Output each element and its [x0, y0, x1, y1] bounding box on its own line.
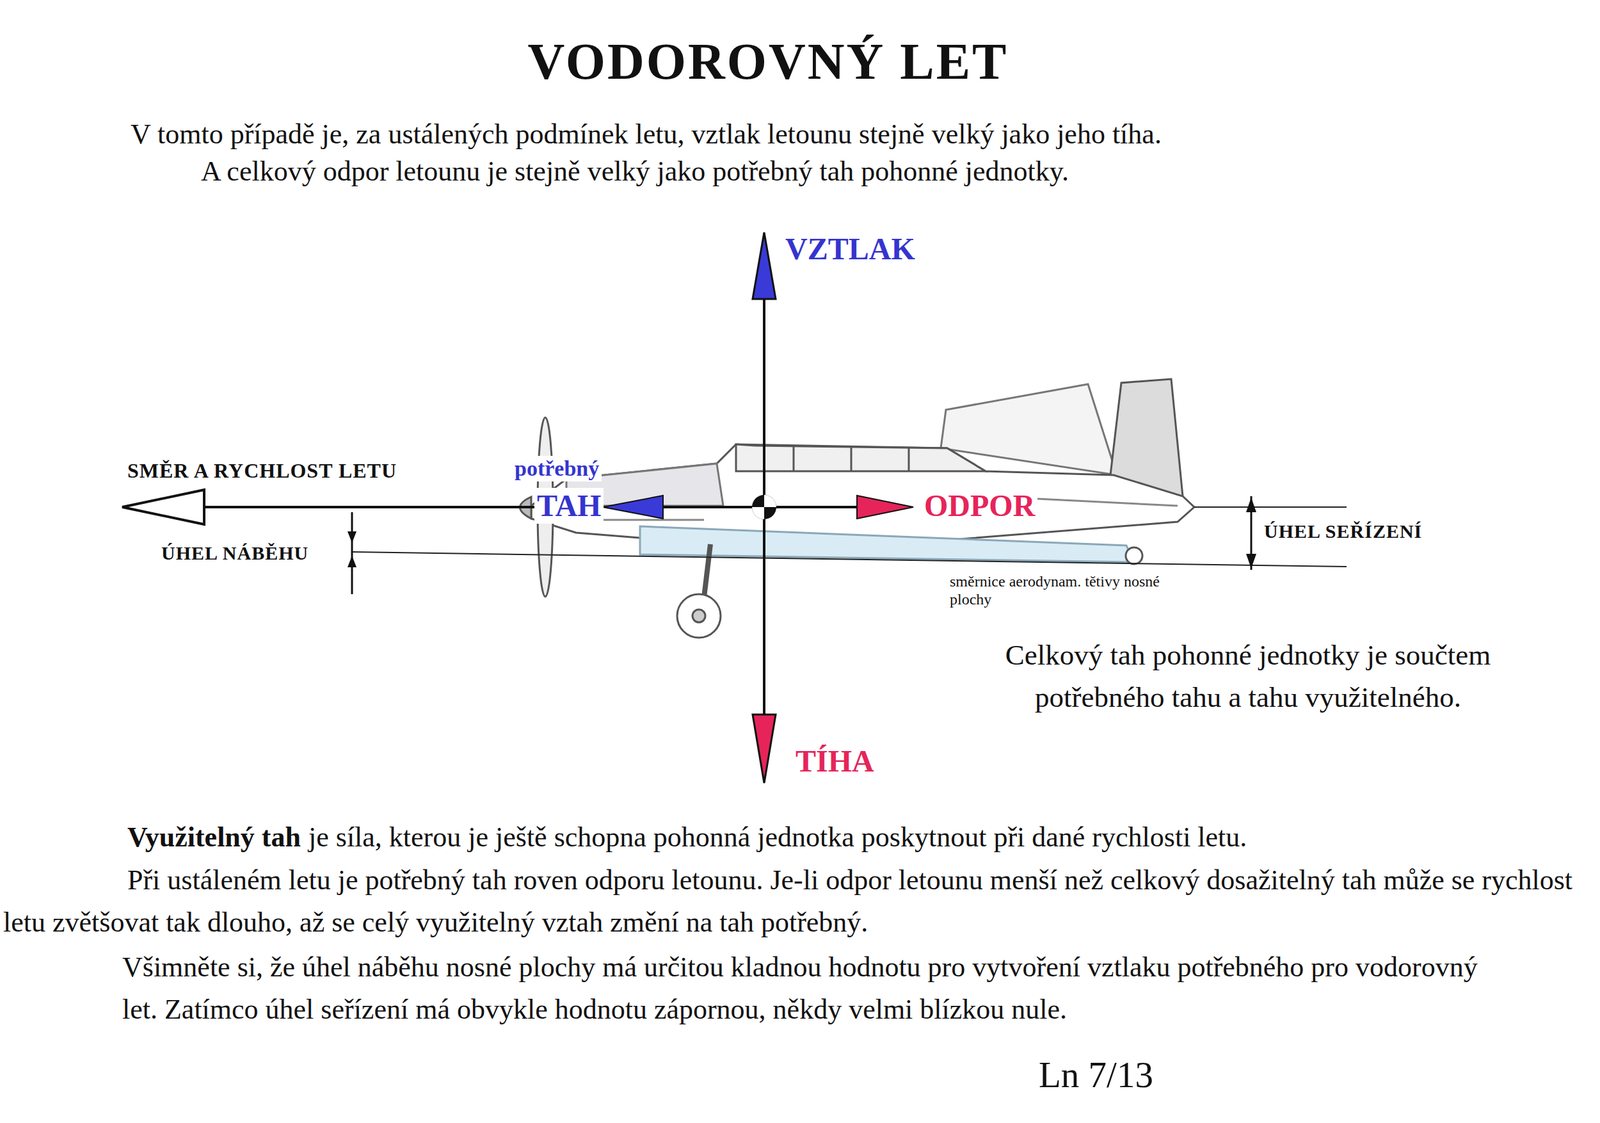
- angle-marker-head: [347, 555, 357, 568]
- body-text: je síla, kterou je ještě schopna pohonná…: [308, 820, 1247, 855]
- cg-symbol-quarter: [764, 494, 777, 507]
- angle-marker-head: [347, 531, 357, 543]
- cg-symbol-quarter: [752, 506, 765, 520]
- main-wheel: [677, 593, 721, 638]
- tail-wheel: [1125, 547, 1143, 564]
- term-bold: Využitelný tah: [127, 820, 301, 855]
- force-label: TÍHA: [795, 742, 875, 780]
- force-qualifier: potřebný: [512, 455, 602, 482]
- body-text: Všimněte si, že úhel náběhu nosné plochy…: [122, 945, 1518, 1031]
- canopy: [736, 444, 986, 472]
- angle-label: ÚHEL NÁBĚHU: [161, 541, 309, 565]
- canopy-frame: [908, 447, 911, 472]
- body-text: Při ustáleném letu je potřebný tah roven…: [3, 858, 1578, 944]
- direction-label: SMĚR A RYCHLOST LETU: [127, 458, 397, 483]
- canopy-frame: [792, 446, 795, 472]
- chord-line: [352, 551, 1347, 567]
- fuselage: [531, 444, 1195, 546]
- flight-direction-head: [122, 489, 205, 525]
- incidence-marker-head: [1246, 497, 1257, 512]
- intro-text: A celkový odpor letounu je stejně velký …: [200, 154, 1069, 189]
- force-label: TAH: [534, 487, 604, 524]
- title: VODOROVNÝ LET: [384, 30, 1152, 93]
- fuselage-datum-line: [1194, 506, 1347, 508]
- airplane-illustration: [520, 378, 1195, 638]
- incidence-marker-head: [1246, 553, 1257, 569]
- weight-arrow-head: [752, 714, 776, 783]
- canopy-frame: [850, 446, 853, 472]
- angle-label: ÚHEL SEŘÍZENÍ: [1264, 519, 1423, 543]
- wheel-hub: [692, 609, 706, 623]
- drag-arrow-head: [856, 495, 914, 519]
- page-number: Ln 7/13: [1038, 1052, 1154, 1097]
- intro-text: V tomto případě je, za ustálených podmín…: [130, 117, 1162, 152]
- force-label: VZTLAK: [785, 230, 916, 268]
- force-label: ODPOR: [921, 487, 1038, 524]
- chord-label: směrnice aerodynam. tětivy nosné plochy: [947, 572, 1170, 608]
- angle-marker: [351, 512, 354, 594]
- lift-arrow-head: [752, 232, 776, 299]
- note-text: Celkový tah pohonné jednotky je součtem …: [998, 633, 1498, 719]
- thrust-arrow-head: [602, 495, 664, 519]
- cg-symbol: [752, 494, 777, 520]
